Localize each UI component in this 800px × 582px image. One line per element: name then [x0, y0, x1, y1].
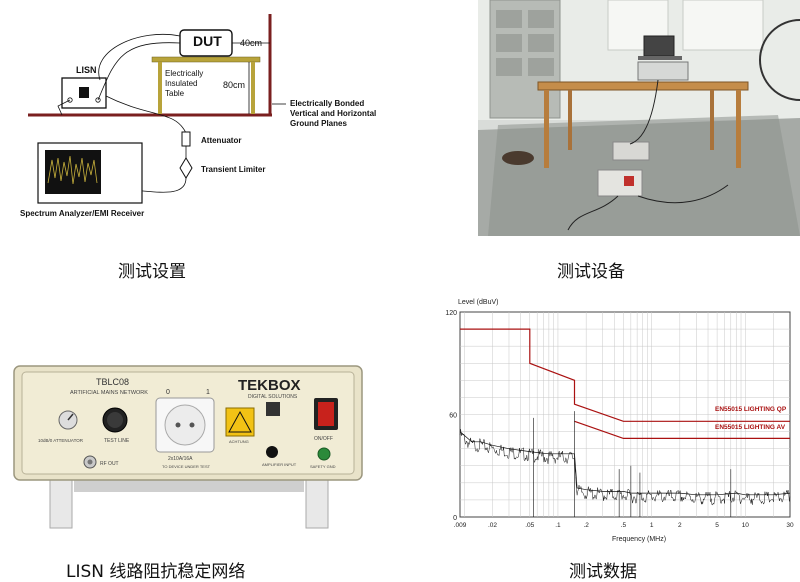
- lisn-brand: TEKBOX: [238, 377, 301, 394]
- socket-sub: TO DEVICE UNDER TEST: [162, 464, 211, 469]
- y-tick-label: 60: [449, 413, 457, 420]
- x-tick-label: .1: [555, 522, 561, 529]
- ch-0-label: 0: [166, 389, 170, 396]
- legend-qp: EN55015 LIGHTING QP: [715, 406, 787, 413]
- lisn-label: LISN: [76, 65, 97, 75]
- x-tick-label: .2: [583, 522, 589, 529]
- lisn-model: TBLC08: [96, 377, 129, 387]
- lisn-device-photo: TBLC08 ARTIFICIAL MAINS NETWORK TEKBOX D…: [10, 362, 366, 540]
- x-tick-label: 5: [715, 522, 719, 529]
- chart-ticks: 120 60 0.009 .02 .05 .1 .2 .5 1 2 5 10 30: [445, 310, 794, 529]
- table-label-1: Electrically: [165, 69, 203, 78]
- ground-label-1: Electrically Bonded: [290, 99, 364, 108]
- measured-noise: [459, 429, 791, 506]
- analyzer-label: Spectrum Analyzer/EMI Receiver: [20, 209, 144, 218]
- x-tick-label: .5: [621, 522, 627, 529]
- equipment-photo: [478, 0, 800, 236]
- lisn-subtitle: ARTIFICIAL MAINS NETWORK: [70, 390, 148, 396]
- jack2-label: SAFETY GND: [310, 464, 336, 469]
- dut-label: DUT: [193, 33, 222, 49]
- emission-chart: 120 60 0.009 .02 .05 .1 .2 .5 1 2 5 10 30 Level (dBu…: [440, 294, 800, 548]
- limiter-label: Transient Limiter: [201, 165, 265, 174]
- x-tick-label: .009: [454, 522, 467, 529]
- y-tick-label: 0: [453, 515, 457, 522]
- series-line-2: [459, 431, 791, 496]
- legend-av: EN55015 LIGHTING AV: [715, 424, 786, 431]
- attenuator-label: Attenuator: [201, 136, 241, 145]
- lisn-brand-sub: DIGITAL SOLUTIONS: [248, 394, 298, 400]
- table-label-2: Insulated: [165, 79, 197, 88]
- setup-caption: 测试设置: [118, 262, 186, 282]
- ground-label-2: Vertical and Horizontal: [290, 109, 376, 118]
- lisn-caption: LISN 线路阻抗稳定网络: [66, 562, 246, 582]
- chart-series: [459, 328, 791, 517]
- x-tick-label: 1: [650, 522, 654, 529]
- equipment-caption: 测试设备: [557, 262, 625, 282]
- chart-xlabel: Frequency (MHz): [612, 536, 666, 543]
- dist-40-label: 40cm: [240, 38, 262, 48]
- socket-label: 2x10A/16A: [168, 456, 193, 462]
- switch-label: ON/OFF: [314, 436, 333, 442]
- warning-label: ACHTUNG: [229, 439, 249, 444]
- knob1-label: 10dB/0 ATTENUATOR: [38, 438, 84, 443]
- x-tick-label: 2: [678, 522, 682, 529]
- chart-ylabel: Level (dBuV): [458, 299, 498, 306]
- data-caption: 测试数据: [569, 562, 637, 582]
- rf-out-label: RF OUT: [100, 461, 119, 467]
- x-tick-label: .05: [525, 522, 534, 529]
- ch-1-label: 1: [206, 389, 210, 396]
- x-tick-label: 10: [742, 522, 750, 529]
- y-tick-label: 120: [445, 310, 457, 317]
- series-line-1: [574, 420, 790, 439]
- dist-80-label: 80cm: [223, 80, 245, 90]
- ground-label-3: Ground Planes: [290, 119, 347, 128]
- x-tick-label: 30: [786, 522, 794, 529]
- jack1-label: AMPLIFIER INPUT: [262, 462, 297, 467]
- setup-diagram: DUT 40cm 80cm LISN Electrically Insulate…: [0, 0, 400, 240]
- x-tick-label: .02: [488, 522, 497, 529]
- series-line-0: [460, 328, 790, 422]
- knob2-label: TEST LINE: [104, 438, 130, 444]
- table-label-3: Table: [165, 89, 185, 98]
